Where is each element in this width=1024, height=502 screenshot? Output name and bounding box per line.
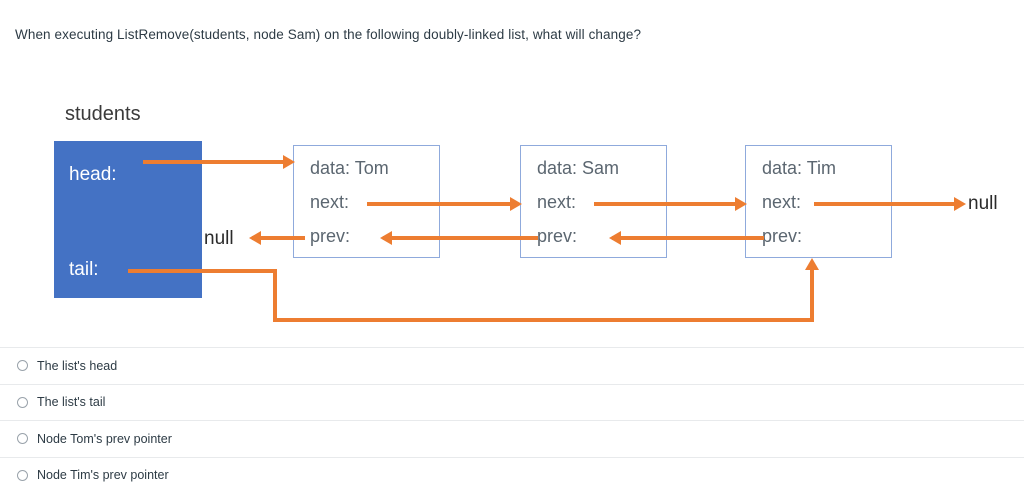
arrow-tim-next-to-null-line: [814, 202, 959, 206]
node-box-tom: data: Tom next: prev:: [293, 145, 440, 258]
question-text: When executing ListRemove(students, node…: [15, 27, 642, 42]
list-object-box: head: tail:: [54, 141, 202, 298]
node-tim-prev-label: prev:: [762, 226, 803, 246]
linked-list-diagram: students head: tail: data: Tom next: pre…: [0, 60, 1024, 345]
arrow-tom-prev-to-null-tip: [249, 231, 261, 245]
answer-option-label-2: Node Tom's prev pointer: [37, 431, 172, 446]
arrow-tim-prev-to-sam-line: [612, 236, 764, 240]
null-label-left: null: [204, 228, 234, 249]
radio-button-icon-0[interactable]: [17, 360, 28, 372]
radio-button-icon-3[interactable]: [17, 469, 28, 481]
arrow-tim-next-to-null-tip: [954, 197, 966, 211]
node-tim-data-label: data: Tim: [762, 158, 837, 178]
arrow-tom-next-to-sam-line: [367, 202, 515, 206]
node-tom-prev-label: prev:: [310, 226, 351, 246]
answer-option-label-1: The list's tail: [37, 395, 106, 410]
answer-option-3[interactable]: Node Tim's prev pointer: [0, 456, 1024, 494]
head-field-label: head:: [69, 164, 117, 185]
arrow-tail-segment-horizontal-top: [128, 269, 277, 273]
answer-option-1[interactable]: The list's tail: [0, 383, 1024, 421]
node-sam-prev-label: prev:: [537, 226, 578, 246]
arrow-sam-next-to-tim-tip: [735, 197, 747, 211]
list-object-name-label: students: [65, 103, 141, 125]
node-sam-next-label: next:: [537, 192, 577, 212]
arrow-head-to-tom-line: [143, 160, 288, 164]
arrow-tim-prev-to-sam-tip: [609, 231, 621, 245]
answer-option-0[interactable]: The list's head: [0, 347, 1024, 384]
null-label-right: null: [968, 193, 998, 214]
answer-option-label-3: Node Tim's prev pointer: [37, 468, 169, 483]
radio-button-icon-2[interactable]: [17, 433, 28, 445]
arrow-tail-segment-vertical-up: [810, 269, 814, 322]
radio-button-icon-1[interactable]: [17, 396, 28, 408]
arrow-tom-prev-to-null-line: [252, 236, 305, 240]
arrow-head-to-tom-tip: [283, 155, 295, 169]
tail-field-label: tail:: [69, 259, 99, 280]
node-tom-data-label: data: Tom: [310, 158, 389, 178]
arrow-tail-to-tim-tip: [805, 258, 819, 270]
arrow-tom-next-to-sam-tip: [510, 197, 522, 211]
arrow-sam-next-to-tim-line: [594, 202, 740, 206]
arrow-tail-segment-horizontal-bottom: [273, 318, 814, 322]
node-tim-next-label: next:: [762, 192, 802, 212]
arrow-sam-prev-to-tom-line: [383, 236, 538, 240]
answer-options-list: The list's head The list's tail Node Tom…: [0, 347, 1024, 493]
node-tom-next-label: next:: [310, 192, 350, 212]
answer-option-label-0: The list's head: [37, 358, 118, 373]
arrow-sam-prev-to-tom-tip: [380, 231, 392, 245]
arrow-tail-segment-vertical-down: [273, 269, 277, 322]
node-sam-data-label: data: Sam: [537, 158, 620, 178]
answer-option-2[interactable]: Node Tom's prev pointer: [0, 420, 1024, 457]
